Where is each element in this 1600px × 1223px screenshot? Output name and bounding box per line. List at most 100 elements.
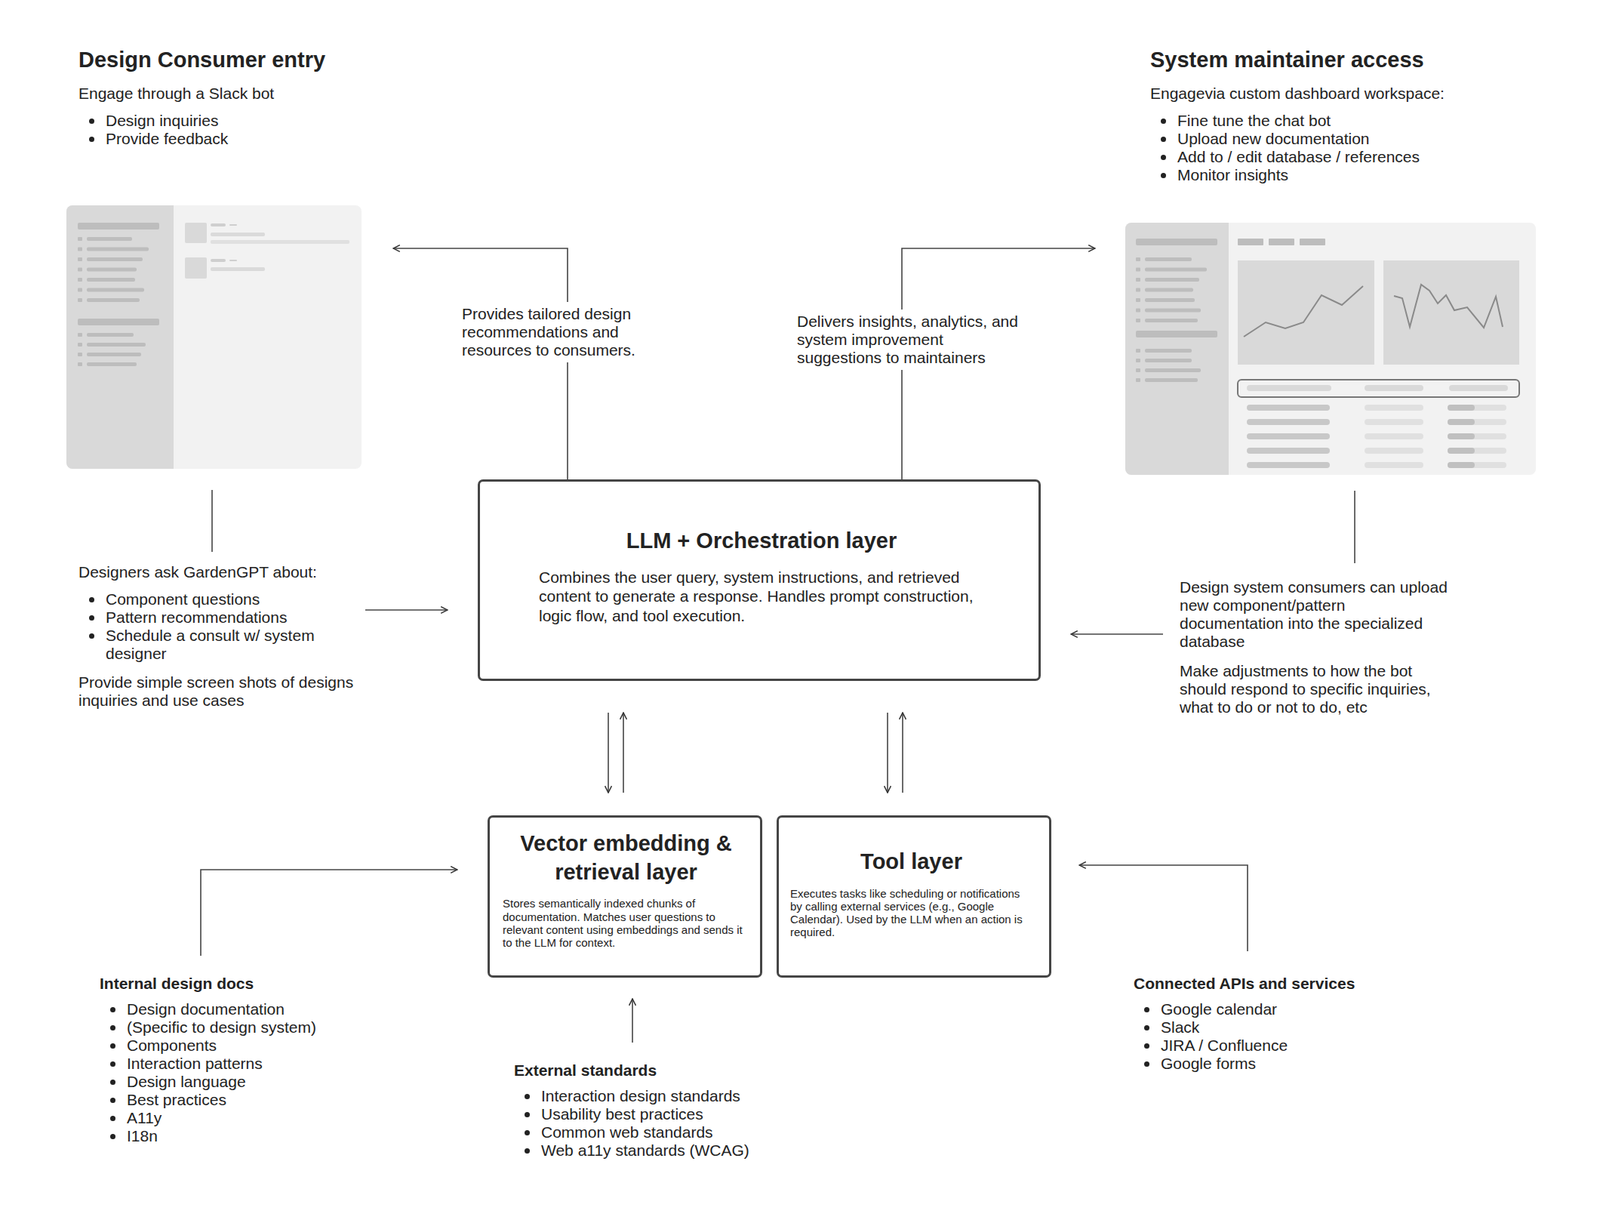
sidebar-header bbox=[1135, 238, 1218, 246]
edge-label: Delivers insights, analytics, and system… bbox=[796, 309, 1024, 370]
sidebar-dot bbox=[77, 257, 83, 262]
sidebar-dot bbox=[1135, 277, 1141, 282]
sidebar-dot bbox=[1135, 358, 1141, 363]
table-bar bbox=[1447, 461, 1475, 468]
tool-box: Tool layerExecutes tasks like scheduling… bbox=[776, 815, 1052, 978]
sidebar-line bbox=[1144, 277, 1200, 282]
bullet-item: Web a11y standards (WCAG) bbox=[513, 1141, 813, 1160]
sidebar-dot bbox=[1135, 288, 1141, 293]
dashboard-sidebar bbox=[1125, 222, 1229, 475]
dashboard-window bbox=[1125, 222, 1536, 475]
sidebar-dot bbox=[1135, 308, 1141, 313]
note-text: Make adjustments to how the bot should r… bbox=[1179, 661, 1448, 717]
slack-window bbox=[66, 205, 362, 469]
chart-line bbox=[1393, 284, 1503, 328]
layer-title: LLM + Orchestration layer bbox=[538, 526, 985, 554]
table-cell bbox=[1364, 461, 1424, 468]
table-cell bbox=[1246, 404, 1330, 411]
bullet-item: JIRA / Confluence bbox=[1133, 1036, 1433, 1055]
table-bar bbox=[1447, 433, 1475, 440]
connector-arrow bbox=[365, 609, 448, 611]
table-cell bbox=[1364, 404, 1424, 411]
maintainer-notes: Design system consumers can upload new c… bbox=[1173, 578, 1457, 717]
bullet-item: Slack bbox=[1133, 1018, 1433, 1037]
table-header-cell bbox=[1246, 384, 1332, 391]
sidebar-dot bbox=[77, 277, 83, 282]
bullet-item: Design inquiries bbox=[78, 111, 391, 130]
bullet-item: A11y bbox=[99, 1108, 384, 1127]
sidebar-dot bbox=[1135, 318, 1141, 323]
bullet-item: Usability best practices bbox=[513, 1104, 813, 1124]
note-text: Provide simple screen shots of designs i… bbox=[78, 673, 363, 710]
intro-text: Engage through a Slack bot bbox=[78, 83, 391, 103]
orchestration-box: LLM + Orchestration layerCombines the us… bbox=[477, 479, 1041, 681]
layer-description: Executes tasks like scheduling or notifi… bbox=[790, 886, 1033, 939]
table-bar bbox=[1447, 447, 1475, 454]
sidebar-line bbox=[1144, 348, 1192, 353]
dashboard-tab bbox=[1299, 238, 1326, 246]
sidebar-header bbox=[77, 318, 160, 326]
bullet-item: Design documentation bbox=[99, 1000, 384, 1019]
sidebar-line bbox=[86, 267, 137, 272]
layer-title: Vector embedding & retrieval layer bbox=[519, 829, 733, 887]
bullet-item: Schedule a consult w/ system designer bbox=[78, 626, 363, 663]
dashboard-sidebar bbox=[1207, 222, 1229, 475]
message-avatar bbox=[184, 257, 207, 279]
external-standards: External standardsInteraction design sta… bbox=[510, 1060, 813, 1160]
sidebar-dot bbox=[77, 362, 83, 367]
connector-arrow bbox=[622, 712, 625, 793]
slack-sidebar bbox=[150, 205, 174, 469]
connector-arrow bbox=[631, 998, 634, 1043]
edge-label: Provides tailored design recommendations… bbox=[461, 301, 674, 363]
retrieval-box: Vector embedding & retrieval layerStores… bbox=[487, 815, 763, 978]
sidebar-line bbox=[1144, 378, 1198, 382]
table-cell bbox=[1447, 447, 1507, 454]
bullet-item: Provide feedback bbox=[78, 129, 391, 148]
section-heading: Design Consumer entry bbox=[78, 46, 391, 74]
sidebar-dot bbox=[77, 288, 83, 293]
sidebar-dot bbox=[1135, 378, 1141, 382]
sidebar-dot bbox=[77, 267, 83, 272]
sidebar-line bbox=[86, 247, 149, 252]
sidebar-line bbox=[86, 298, 140, 302]
source-heading: Internal design docs bbox=[99, 973, 384, 993]
sidebar-line bbox=[1144, 368, 1201, 373]
sidebar-line bbox=[1144, 318, 1198, 323]
bullet-item: Google forms bbox=[1133, 1054, 1433, 1073]
sidebar-line bbox=[86, 257, 143, 262]
table-bar bbox=[1447, 418, 1475, 425]
layer-description: Stores semantically indexed chunks of do… bbox=[502, 896, 750, 949]
connected-apis: Connected APIs and servicesGoogle calend… bbox=[1130, 973, 1433, 1073]
table-header-cell bbox=[1449, 384, 1508, 391]
chart-panel bbox=[1237, 260, 1375, 365]
sidebar-dot bbox=[1135, 257, 1141, 262]
bullet-item: Add to / edit database / references bbox=[1150, 147, 1551, 167]
connector-arrow bbox=[886, 712, 889, 793]
table-cell bbox=[1246, 461, 1330, 468]
bullet-item: Common web standards bbox=[513, 1123, 813, 1142]
connector-arrow bbox=[200, 869, 458, 956]
source-heading: External standards bbox=[513, 1060, 813, 1080]
connector-arrow bbox=[901, 712, 904, 793]
message-time bbox=[229, 259, 237, 262]
table-cell bbox=[1447, 461, 1507, 468]
consumer-questions: Designers ask GardenGPT about:Component … bbox=[75, 562, 363, 710]
table-cell bbox=[1246, 433, 1330, 440]
bullet-item: Monitor insights bbox=[1150, 166, 1551, 185]
sidebar-dot bbox=[77, 247, 83, 252]
connector-arrow bbox=[1079, 864, 1248, 951]
note-text: Design system consumers can upload new c… bbox=[1179, 578, 1448, 652]
sidebar-line bbox=[86, 236, 133, 241]
table-cell bbox=[1246, 418, 1330, 425]
table-bar bbox=[1447, 404, 1475, 411]
sidebar-line bbox=[1144, 298, 1195, 302]
table-cell bbox=[1447, 433, 1507, 440]
sidebar-header bbox=[77, 222, 160, 230]
table-header-cell bbox=[1364, 384, 1424, 391]
sidebar-line bbox=[86, 277, 136, 282]
chart-panel bbox=[1383, 260, 1520, 365]
slack-sidebar bbox=[66, 205, 174, 469]
bullet-item: Interaction patterns bbox=[99, 1054, 384, 1073]
sidebar-line bbox=[1144, 257, 1192, 262]
sidebar-dot bbox=[1135, 348, 1141, 353]
